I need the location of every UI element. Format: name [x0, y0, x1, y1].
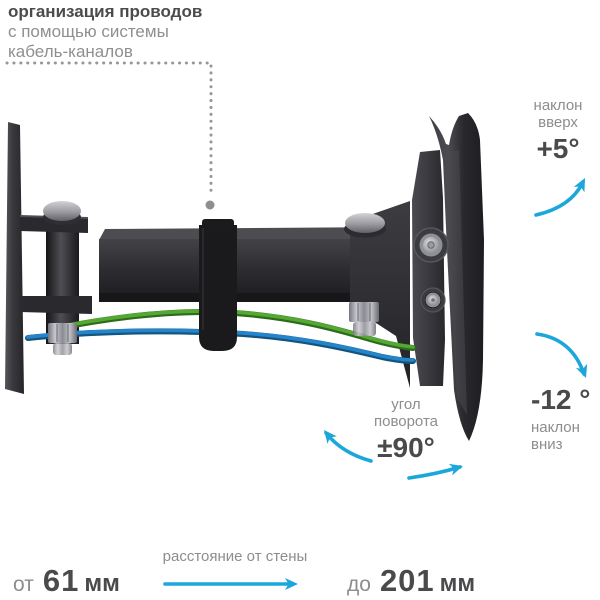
tilt-down-value: -12 °	[531, 384, 591, 415]
wall-plate	[5, 122, 24, 394]
tilt-channel	[350, 201, 410, 388]
distance-label: расстояние от стены	[162, 548, 308, 565]
left-hinge-nut	[48, 323, 77, 355]
tilt-up-label2: вверх	[538, 114, 578, 131]
arrow-heads	[285, 178, 588, 590]
vesa-plate-front-face	[446, 150, 467, 415]
tilt-bolt-top	[413, 227, 449, 263]
distance-label-wrap: расстояние от стены	[160, 548, 310, 566]
tilt-down-label2: вниз	[531, 436, 563, 453]
leader-endpoint-dot	[205, 200, 215, 210]
swivel-label2: поворота	[373, 413, 438, 430]
distance-from-unit: мм	[84, 570, 120, 597]
leader-dotted-line	[5, 61, 215, 210]
tilt-down-annotation: -12 ° наклон вниз	[531, 384, 591, 454]
blue-cable	[26, 328, 415, 362]
left-hinge-cylinder	[46, 212, 79, 344]
distance-to-prefix: до	[347, 573, 371, 596]
tilt-up-arrow	[534, 180, 585, 217]
note-title: организация проводов	[8, 2, 203, 21]
tilt-bracket-upright	[412, 150, 445, 386]
green-cable	[56, 309, 415, 349]
tilt-up-value: +5°	[536, 133, 580, 164]
tilt-down-arrow	[535, 332, 586, 376]
cable-management-note: организация проводов с помощью системы к…	[8, 2, 202, 62]
swivel-annotation: угол поворота ±90°	[358, 396, 454, 463]
left-bracket-bottom-flange	[20, 296, 92, 314]
right-hinge-nut	[349, 302, 379, 336]
distance-to: до 201 мм	[347, 563, 475, 599]
extension-arm	[99, 227, 398, 302]
left-hinge-cap	[43, 201, 81, 221]
swivel-label1: угол	[391, 396, 421, 413]
distance-from: от 61 мм	[13, 563, 120, 599]
distance-from-prefix: от	[13, 573, 34, 596]
tilt-down-label1: наклон	[531, 419, 580, 436]
tilt-bolt-bottom	[420, 287, 446, 313]
note-line3: кабель-каналов	[8, 42, 133, 61]
cable-clip	[199, 219, 237, 351]
swivel-value: ±90°	[377, 432, 435, 463]
distance-to-unit: мм	[439, 570, 476, 597]
note-line2: с помощью системы	[8, 22, 169, 41]
tilt-up-label1: наклон	[533, 97, 583, 114]
swivel-right-arrow	[407, 465, 462, 480]
distance-from-number: 61	[42, 563, 80, 598]
right-hinge-cap	[345, 213, 385, 233]
distance-to-number: 201	[379, 563, 435, 598]
tilt-up-annotation: наклон вверх +5°	[512, 97, 600, 164]
cables	[25, 309, 416, 364]
